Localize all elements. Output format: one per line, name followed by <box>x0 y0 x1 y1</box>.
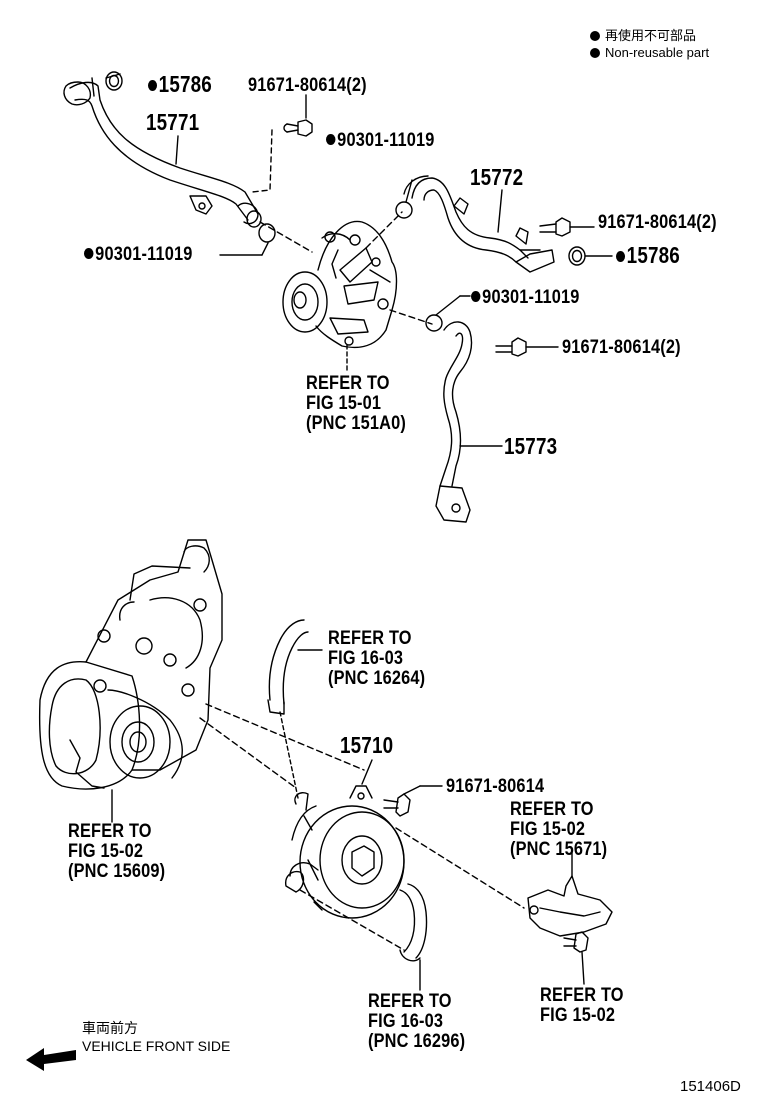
ref-alternator-line1: REFER TO <box>68 821 152 842</box>
label-bolt-top[interactable]: 91671-80614(2) <box>248 75 367 96</box>
ref-bracket[interactable]: REFER TO FIG 15-02 (PNC 15671) <box>510 800 607 860</box>
bolt-bracket <box>563 931 589 985</box>
legend-english: Non-reusable part <box>605 45 710 60</box>
ref-alternator[interactable]: REFER TO FIG 15-02 (PNC 15609) <box>68 822 165 882</box>
pipe-15773 <box>435 321 503 523</box>
ref-bracket-line2: FIG 15-02 <box>510 819 586 840</box>
label-bolt-lower[interactable]: 91671-80614(2) <box>562 337 681 358</box>
bolt-top <box>283 94 313 137</box>
ref-bracket-line1: REFER TO <box>510 799 594 820</box>
ref-bolt-line2: FIG 15-02 <box>540 1005 616 1026</box>
ref-bolt[interactable]: REFER TO FIG 15-02 <box>540 986 624 1026</box>
gasket-right <box>425 295 471 332</box>
label-15773[interactable]: 15773 <box>504 433 558 459</box>
ref-bolt-line1: REFER TO <box>540 985 624 1006</box>
ref-hose-bottom[interactable]: REFER TO FIG 16-03 (PNC 16296) <box>368 992 465 1052</box>
ring-15786-top <box>105 71 123 91</box>
gasket-mid <box>395 179 413 219</box>
hose-top <box>267 619 323 715</box>
ref-hose-top[interactable]: REFER TO FIG 16-03 (PNC 16264) <box>328 629 425 689</box>
bracket <box>527 851 613 937</box>
ref-hose-top-line3: (PNC 16264) <box>328 668 426 689</box>
water-pump <box>282 220 398 349</box>
ref-hose-bottom-line2: FIG 16-03 <box>368 1011 444 1032</box>
vehicle-front-arrow[interactable] <box>26 1048 76 1071</box>
ref-bracket-line3: (PNC 15671) <box>510 839 608 860</box>
legend: 再使用不可部品 Non-reusable part <box>590 27 709 61</box>
label-bolt-right[interactable]: 91671-80614(2) <box>598 212 717 233</box>
label-15771[interactable]: 15771 <box>146 109 200 135</box>
ref-hose-top-line2: FIG 16-03 <box>328 648 404 669</box>
ref-hose-top-line1: REFER TO <box>328 628 412 649</box>
hose-bottom <box>399 883 428 991</box>
ref-pump[interactable]: REFER TO FIG 15-01 (PNC 151A0) <box>306 374 406 434</box>
pipe-15772 <box>403 175 555 273</box>
label-15710[interactable]: 15710 <box>340 732 394 758</box>
label-15786-right[interactable]: 15786 <box>616 243 680 267</box>
ref-pump-line3: (PNC 151A0) <box>306 413 406 434</box>
label-15786-top[interactable]: 15786 <box>148 72 212 96</box>
label-gasket-mid[interactable]: 90301-11019 <box>326 131 434 151</box>
non-reusable-bullet-icon <box>590 30 600 41</box>
non-reusable-bullet-icon <box>590 47 600 58</box>
ring-15786-right <box>568 246 613 266</box>
label-gasket-right[interactable]: 90301-11019 <box>471 288 579 308</box>
bolt-single <box>383 785 443 817</box>
label-bolt-single[interactable]: 91671-80614 <box>446 776 545 797</box>
vehicle-front-english: VEHICLE FRONT SIDE <box>82 1038 231 1054</box>
alternator-bracket <box>38 539 223 823</box>
ref-pump-line2: FIG 15-01 <box>306 393 382 414</box>
bolt-lower <box>495 337 559 357</box>
vehicle-front-japanese: 車両前方 <box>82 1020 138 1036</box>
ref-pump-line1: REFER TO <box>306 373 390 394</box>
gasket-left <box>219 223 276 256</box>
ref-hose-bottom-line1: REFER TO <box>368 991 452 1012</box>
legend-japanese: 再使用不可部品 <box>605 28 697 43</box>
diagram-id: 151406D <box>680 1078 741 1095</box>
label-15772[interactable]: 15772 <box>470 164 524 190</box>
label-gasket-left[interactable]: 90301-11019 <box>84 245 192 265</box>
bolt-right <box>539 217 595 237</box>
pipe-15771 <box>63 77 262 228</box>
oil-cooler-15710 <box>285 759 405 919</box>
vehicle-front-label: 車両前方 VEHICLE FRONT SIDE <box>82 1019 230 1055</box>
ref-alternator-line2: FIG 15-02 <box>68 841 144 862</box>
ref-alternator-line3: (PNC 15609) <box>68 861 166 882</box>
ref-hose-bottom-line3: (PNC 16296) <box>368 1031 466 1052</box>
